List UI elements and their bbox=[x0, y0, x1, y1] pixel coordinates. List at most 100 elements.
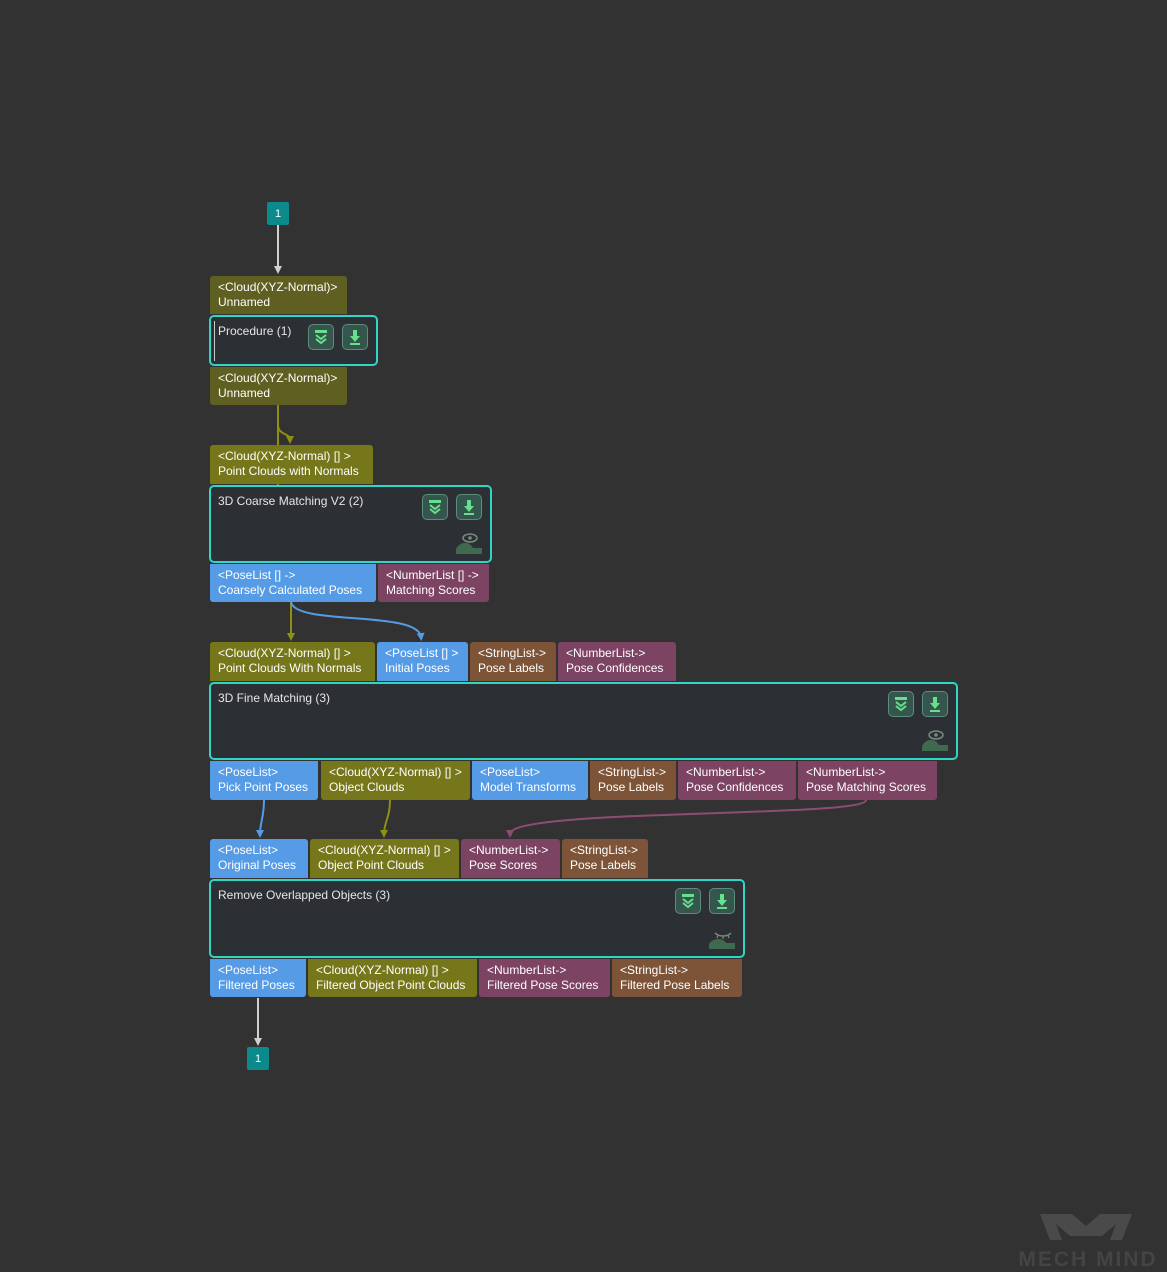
debug-output-icon bbox=[350, 330, 360, 345]
collapse-icon bbox=[315, 330, 327, 345]
coarse-input-port-clouds[interactable]: <Cloud(XYZ-Normal) [] > Point Clouds wit… bbox=[210, 445, 373, 484]
debug-output-button[interactable] bbox=[922, 691, 948, 717]
port-label: Model Transforms bbox=[480, 780, 577, 794]
collapse-icon bbox=[429, 500, 441, 515]
wire-fine-poses-to-remove bbox=[256, 799, 265, 838]
port-type: <PoseList> bbox=[218, 843, 279, 857]
port-label: Matching Scores bbox=[386, 583, 476, 597]
remove-input-port-scores[interactable]: <NumberList-> Pose Scores bbox=[461, 839, 560, 878]
port-label: Original Poses bbox=[218, 858, 297, 872]
debug-output-icon bbox=[717, 894, 727, 909]
remove-output-port-labels[interactable]: <StringList-> Filtered Pose Labels bbox=[612, 959, 742, 997]
output-marker[interactable]: 1 bbox=[247, 1047, 269, 1070]
debug-output-icon bbox=[464, 500, 474, 515]
collapse-button[interactable] bbox=[888, 691, 914, 717]
node-title: Remove Overlapped Objects (3) bbox=[218, 888, 391, 902]
port-label: Unnamed bbox=[218, 386, 271, 400]
port-type: <NumberList-> bbox=[806, 765, 886, 779]
collapse-icon bbox=[682, 894, 694, 909]
port-type: <Cloud(XYZ-Normal) [] > bbox=[218, 646, 351, 660]
port-type: <Cloud(XYZ-Normal)> bbox=[218, 280, 338, 294]
remove-input-port-poses[interactable]: <PoseList> Original Poses bbox=[210, 839, 308, 878]
port-type: <PoseList [] > bbox=[385, 646, 459, 660]
fine-input-port-confidences[interactable]: <NumberList-> Pose Confidences bbox=[558, 642, 676, 681]
port-type: <Cloud(XYZ-Normal) [] > bbox=[318, 843, 451, 857]
port-label: Pick Point Poses bbox=[218, 780, 309, 794]
port-label: Coarsely Calculated Poses bbox=[218, 583, 363, 597]
procedure-node[interactable]: Procedure (1) bbox=[209, 315, 378, 366]
remove-output-port-poses[interactable]: <PoseList> Filtered Poses bbox=[210, 959, 306, 997]
port-label: Pose Scores bbox=[469, 858, 538, 872]
fine-output-port-pick-poses[interactable]: <PoseList> Pick Point Poses bbox=[210, 761, 318, 800]
port-label: Initial Poses bbox=[385, 661, 450, 675]
port-type: <PoseList> bbox=[218, 963, 279, 977]
port-label: Pose Confidences bbox=[566, 661, 664, 675]
port-type: <Cloud(XYZ-Normal) [] > bbox=[329, 765, 462, 779]
debug-output-icon bbox=[930, 697, 940, 712]
fine-output-port-object-clouds[interactable]: <Cloud(XYZ-Normal) [] > Object Clouds bbox=[321, 761, 470, 800]
wire-coarse-poses-to-fine bbox=[290, 601, 425, 641]
visualize-eye-icon[interactable] bbox=[922, 727, 948, 751]
visualize-eye-icon[interactable] bbox=[456, 530, 482, 554]
coarse-output-port-scores[interactable]: <NumberList [] -> Matching Scores bbox=[378, 564, 489, 602]
remove-output-port-clouds[interactable]: <Cloud(XYZ-Normal) [] > Filtered Object … bbox=[308, 959, 477, 997]
collapse-icon bbox=[895, 697, 907, 712]
fine-output-port-labels[interactable]: <StringList-> Pose Labels bbox=[590, 761, 676, 800]
debug-output-button[interactable] bbox=[709, 888, 735, 914]
port-type: <Cloud(XYZ-Normal)> bbox=[218, 371, 338, 385]
port-type: <PoseList> bbox=[480, 765, 541, 779]
debug-output-button[interactable] bbox=[342, 324, 368, 350]
port-label: Pose Labels bbox=[478, 661, 545, 675]
remove-overlapped-node[interactable]: Remove Overlapped Objects (3) bbox=[209, 879, 745, 958]
remove-output-port-scores[interactable]: <NumberList-> Filtered Pose Scores bbox=[479, 959, 610, 997]
port-label: Pose Labels bbox=[570, 858, 637, 872]
fine-output-port-model-transforms[interactable]: <PoseList> Model Transforms bbox=[472, 761, 588, 800]
procedure-input-port[interactable]: <Cloud(XYZ-Normal)> Unnamed bbox=[210, 276, 347, 314]
debug-output-button[interactable] bbox=[456, 494, 482, 520]
collapse-button[interactable] bbox=[675, 888, 701, 914]
port-label: Pose Labels bbox=[598, 780, 665, 794]
visualize-hidden-icon[interactable] bbox=[709, 925, 735, 949]
port-label: Point Clouds With Normals bbox=[218, 661, 362, 675]
remove-input-port-labels[interactable]: <StringList-> Pose Labels bbox=[562, 839, 648, 878]
port-type: <NumberList-> bbox=[686, 765, 766, 779]
port-label: Filtered Pose Scores bbox=[487, 978, 599, 992]
fine-output-port-matching-scores[interactable]: <NumberList-> Pose Matching Scores bbox=[798, 761, 937, 800]
coarse-matching-node[interactable]: 3D Coarse Matching V2 (2) bbox=[209, 485, 492, 563]
input-marker[interactable]: 1 bbox=[267, 202, 289, 225]
port-type: <StringList-> bbox=[570, 843, 639, 857]
fine-input-port-clouds[interactable]: <Cloud(XYZ-Normal) [] > Point Clouds Wit… bbox=[210, 642, 375, 681]
fine-output-port-confidences[interactable]: <NumberList-> Pose Confidences bbox=[678, 761, 796, 800]
port-label: Pose Matching Scores bbox=[806, 780, 927, 794]
node-title: 3D Fine Matching (3) bbox=[218, 691, 331, 705]
port-label: Object Point Clouds bbox=[318, 858, 425, 872]
port-type: <NumberList-> bbox=[469, 843, 549, 857]
port-type: <NumberList [] -> bbox=[386, 568, 479, 582]
port-label: Unnamed bbox=[218, 295, 271, 309]
remove-input-port-clouds[interactable]: <Cloud(XYZ-Normal) [] > Object Point Clo… bbox=[310, 839, 459, 878]
collapse-button[interactable] bbox=[308, 324, 334, 350]
port-label: Point Clouds with Normals bbox=[218, 464, 359, 478]
port-label: Object Clouds bbox=[329, 780, 405, 794]
port-label: Filtered Poses bbox=[218, 978, 295, 992]
port-label: Pose Confidences bbox=[686, 780, 784, 794]
port-label: Filtered Object Point Clouds bbox=[316, 978, 466, 992]
wire-fine-scores-to-remove bbox=[506, 799, 867, 838]
text-cursor bbox=[214, 321, 215, 361]
port-type: <Cloud(XYZ-Normal) [] > bbox=[218, 449, 351, 463]
port-type: <NumberList-> bbox=[487, 963, 567, 977]
procedure-output-port[interactable]: <Cloud(XYZ-Normal)> Unnamed bbox=[210, 367, 347, 405]
fine-input-port-labels[interactable]: <StringList-> Pose Labels bbox=[470, 642, 556, 681]
port-type: <StringList-> bbox=[598, 765, 667, 779]
port-type: <Cloud(XYZ-Normal) [] > bbox=[316, 963, 449, 977]
fine-input-port-poses[interactable]: <PoseList [] > Initial Poses bbox=[377, 642, 468, 681]
collapse-button[interactable] bbox=[422, 494, 448, 520]
port-type: <NumberList-> bbox=[566, 646, 646, 660]
coarse-output-port-poses[interactable]: <PoseList [] -> Coarsely Calculated Pose… bbox=[210, 564, 376, 602]
wire-fine-clouds-to-remove bbox=[380, 799, 391, 838]
port-type: <StringList-> bbox=[478, 646, 547, 660]
node-title: 3D Coarse Matching V2 (2) bbox=[218, 494, 364, 508]
fine-matching-node[interactable]: 3D Fine Matching (3) bbox=[209, 682, 958, 760]
node-title: Procedure (1) bbox=[218, 324, 292, 338]
